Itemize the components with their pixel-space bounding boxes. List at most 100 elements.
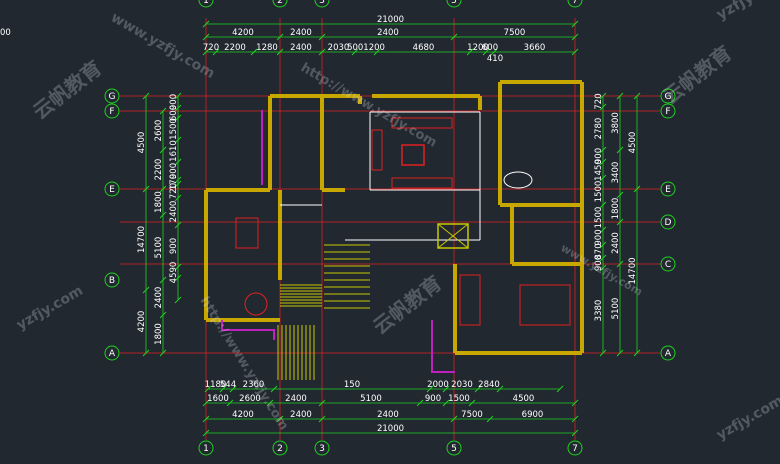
round-table xyxy=(244,292,268,316)
right-inner-dim-text: 1500 xyxy=(594,207,604,229)
watermark-text: 云帆教育 xyxy=(368,271,446,339)
left-inner-dim-text: 2400 xyxy=(169,201,179,223)
bottom-total-dim-tick xyxy=(202,429,210,437)
bottom-primary-dim-tick xyxy=(202,415,210,423)
axis-bubble-row-C xyxy=(660,256,676,272)
right-outer-dim-text: 4500 xyxy=(628,132,638,154)
right-mid-dim-text: 3400 xyxy=(611,162,621,184)
left-mid-dim-tick xyxy=(159,146,167,154)
axis-bubble-label: D xyxy=(665,218,672,228)
left-inner-dim-text: 900 xyxy=(169,163,179,179)
axis-bubble-label: A xyxy=(109,349,116,359)
axis-bubble-col-1 xyxy=(198,0,214,8)
left-inner-dim-tick xyxy=(174,114,182,122)
left-inner-dim-tick xyxy=(174,92,182,100)
left-mid-dim-tick xyxy=(159,311,167,319)
axis-bubble-row-F xyxy=(660,103,676,119)
top-secondary-dim-tick xyxy=(250,48,258,56)
axis-bubble-label: E xyxy=(109,185,115,195)
axis-bubble-row-F xyxy=(104,103,120,119)
left-outer-dim-tick xyxy=(142,185,150,193)
bottom-primary-dim-tick xyxy=(486,415,494,423)
bottom-b-dim-text: 5100 xyxy=(360,394,382,404)
top-secondary-dim-text: 600 xyxy=(482,43,498,53)
left-mid-dim-text: 2600 xyxy=(154,120,164,142)
top-secondary-dim-tick xyxy=(276,48,284,56)
top-secondary-dim-tick xyxy=(351,48,359,56)
top-total-dim-text: 21000 xyxy=(377,15,404,25)
left-mid-dim-tick xyxy=(159,349,167,357)
left-inner-dim-text: 900 xyxy=(169,94,179,110)
bottom-primary-dim-text: 4200 xyxy=(232,410,254,420)
bottom-b-dim-text: 4500 xyxy=(513,394,535,404)
bottom-b-dim-tick xyxy=(318,399,326,407)
left-inner-dim-tick xyxy=(174,158,182,166)
bottom-a-dim-text: 2000 xyxy=(427,380,449,390)
bottom-a-dim-tick xyxy=(219,385,227,393)
bed xyxy=(519,284,571,326)
axis-bubble-col-2 xyxy=(272,0,288,8)
axis-bubble-row-E xyxy=(660,181,676,197)
left-inner-dim-text: 720 xyxy=(169,183,179,199)
watermark-text: yzfjy.com xyxy=(14,283,86,334)
axis-bubble-label: C xyxy=(665,260,671,270)
bottom-a-dim-tick xyxy=(270,385,278,393)
left-inner-dim-tick xyxy=(174,180,182,188)
left-mid-dim-text: 5100 xyxy=(154,237,164,259)
right-mid-dim-tick xyxy=(616,349,624,357)
left-outer-dim-tick xyxy=(142,349,150,357)
watermark-text: http://www.yzfjy.com xyxy=(298,60,439,150)
coffee-table xyxy=(401,144,425,166)
watermark-text: 云帆教育 xyxy=(28,56,106,124)
top-primary-dim-tick xyxy=(571,33,579,41)
top-secondary-dim-tick xyxy=(212,48,220,56)
left-mid-dim-text: 1800 xyxy=(154,323,164,345)
right-inner-dim-text: 720 xyxy=(594,93,604,109)
top-secondary-dim-text: 3660 xyxy=(524,43,546,53)
bottom-a-dim-text: 150 xyxy=(344,380,360,390)
axis-bubble-label: F xyxy=(109,107,114,117)
top-primary-dim-text: 2400 xyxy=(290,28,312,38)
axis-bubble-label: 1 xyxy=(203,0,209,6)
right-inner-dim-tick xyxy=(599,264,607,272)
axis-bubble-row-A xyxy=(660,345,676,361)
right-inner-dim-text: 3380 xyxy=(594,300,604,322)
bottom-a-dim-text: 2360 xyxy=(243,380,265,390)
axis-bubble-col-3 xyxy=(314,440,330,456)
right-inner-dim-tick xyxy=(599,241,607,249)
top-secondary-dim-text: 2400 xyxy=(290,43,312,53)
elevator-cross xyxy=(437,223,469,249)
axis-bubble-row-D xyxy=(660,214,676,230)
top-primary-dim-text: 2400 xyxy=(377,28,399,38)
bottom-primary-dim-tick xyxy=(450,415,458,423)
left-inner-dim-text: 4590 xyxy=(169,262,179,284)
axis-bubble-label: G xyxy=(109,92,116,102)
building-walls xyxy=(204,80,584,380)
bottom-primary-dim-tick xyxy=(276,415,284,423)
axis-bubble-label: E xyxy=(665,185,671,195)
axis-bubble-label: 5 xyxy=(451,0,457,6)
left-inner-dim-text: 900 xyxy=(169,238,179,254)
axis-bubble-label: 1 xyxy=(203,444,209,454)
right-outer-dim-tick xyxy=(633,349,641,357)
bottom-a-dim-tick xyxy=(474,385,482,393)
top-primary-dim-tick xyxy=(318,33,326,41)
watermark-text: 云帆教育 xyxy=(658,41,736,109)
bottom-b-dim-text: 2600 xyxy=(239,394,261,404)
left-mid-dim-text: 2200 xyxy=(154,159,164,181)
bottom-a-dim-text: 2840 xyxy=(478,380,500,390)
bottom-a-dim-tick xyxy=(426,385,434,393)
bottom-b-dim-tick xyxy=(468,399,476,407)
left-inner-dim-text: 170 xyxy=(169,174,179,190)
bottom-a-dim-tick xyxy=(442,385,450,393)
axis-bubble-label: 5 xyxy=(451,444,457,454)
left-inner-dim-tick xyxy=(174,221,182,229)
bottom-primary-dim-text: 7500 xyxy=(461,410,483,420)
bottom-a-dim-tick xyxy=(204,385,212,393)
top-secondary-dim-text: 720 xyxy=(203,43,219,53)
top-total-dim-tick xyxy=(571,20,579,28)
top-secondary-dim-tick xyxy=(482,48,490,56)
right-mid-dim-text: 5100 xyxy=(611,298,621,320)
top-secondary-dim-tick xyxy=(490,48,498,56)
